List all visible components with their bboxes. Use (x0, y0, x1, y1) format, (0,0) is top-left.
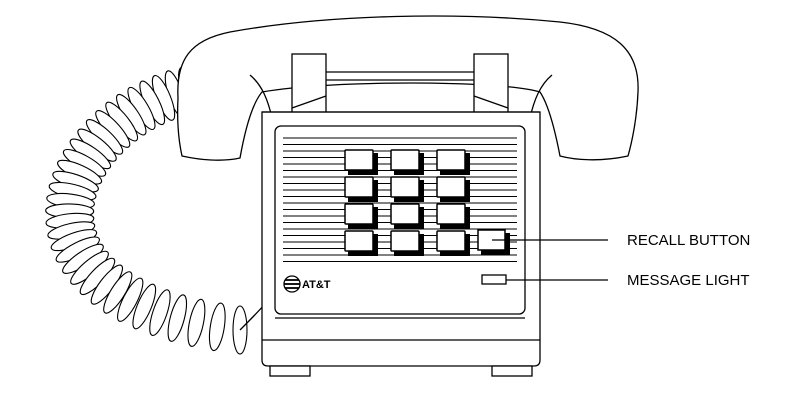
key-button[interactable] (345, 204, 378, 229)
key-button[interactable] (391, 204, 424, 229)
message-light-label: MESSAGE LIGHT (627, 272, 750, 289)
recall-button-label: RECALL BUTTON (627, 232, 750, 249)
recall-button[interactable] (478, 230, 510, 255)
key-button[interactable] (391, 150, 424, 175)
key-button[interactable] (437, 231, 470, 256)
att-logo: AT&T (284, 276, 331, 292)
key-button[interactable] (437, 150, 470, 175)
logo-text: AT&T (302, 279, 331, 291)
cord-coil (207, 302, 228, 352)
key-button[interactable] (345, 231, 378, 256)
key-button[interactable] (437, 177, 470, 202)
key-button[interactable] (345, 177, 378, 202)
key-button[interactable] (391, 231, 424, 256)
key-button[interactable] (345, 150, 378, 175)
cord-coil (185, 298, 209, 348)
key-button[interactable] (391, 177, 424, 202)
message-light (482, 275, 506, 284)
key-button[interactable] (437, 204, 470, 229)
